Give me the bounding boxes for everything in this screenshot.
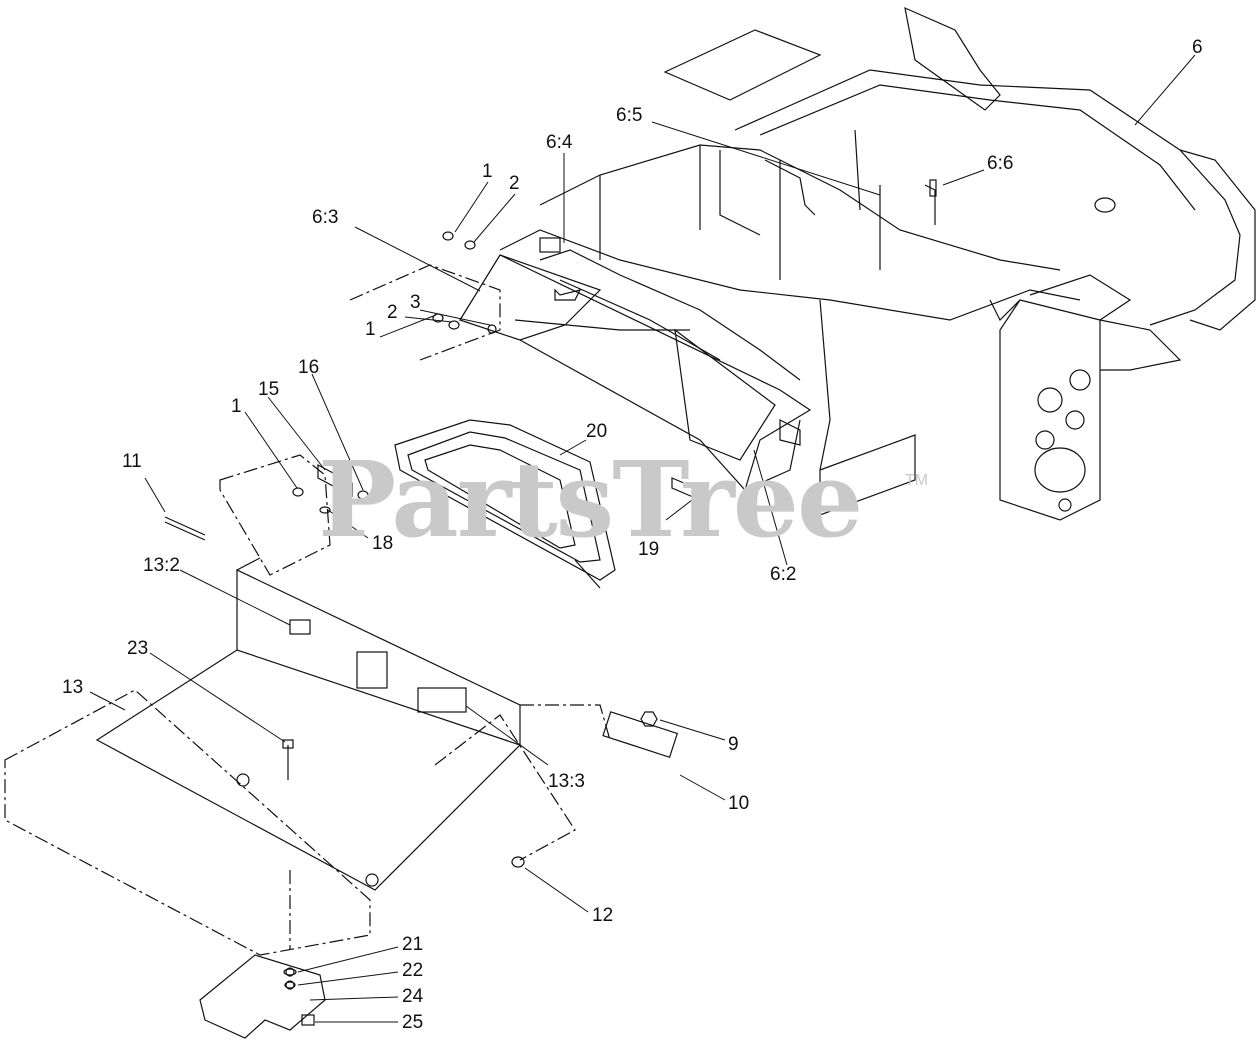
- main-frame: [499, 6, 1256, 521]
- callout-2: 2: [509, 173, 520, 194]
- callout-20: 20: [586, 421, 608, 442]
- callout-13-3: 13:3: [548, 771, 585, 792]
- callout-1: 1: [231, 396, 242, 417]
- callout-6-3: 6:3: [312, 207, 339, 228]
- callout-25: 25: [402, 1012, 424, 1033]
- callout-3: 3: [410, 292, 421, 313]
- callout-1: 1: [365, 319, 376, 340]
- floor-plate: [95, 557, 522, 891]
- callout-24: 24: [402, 986, 424, 1007]
- callout-9: 9: [728, 734, 739, 755]
- hood-assembly: [459, 237, 812, 491]
- callout-6-2: 6:2: [770, 564, 797, 585]
- access-panel: [394, 419, 616, 589]
- callout-13-2: 13:2: [143, 555, 180, 576]
- callout-6-6: 6:6: [987, 153, 1014, 174]
- callout-12: 12: [592, 905, 614, 926]
- hardware: [164, 231, 701, 989]
- callout-2: 2: [387, 302, 398, 323]
- watermark: PartsTree: [318, 438, 863, 561]
- leader-lines: [89, 54, 1196, 1023]
- callout-18: 18: [372, 533, 394, 554]
- callout-15: 15: [258, 379, 280, 400]
- watermark-trademark: TM: [905, 472, 929, 489]
- phantom-lines: [4, 264, 611, 956]
- callout-1: 1: [482, 161, 493, 182]
- callout-19: 19: [638, 539, 660, 560]
- callout-13: 13: [62, 677, 84, 698]
- callout-23: 23: [127, 638, 149, 659]
- callout-6: 6: [1192, 37, 1203, 58]
- callout-16: 16: [298, 357, 320, 378]
- bottom-bracket: [199, 954, 326, 1039]
- callout-21: 21: [402, 934, 424, 955]
- callout-22: 22: [402, 960, 424, 981]
- callout-6-5: 6:5: [616, 105, 643, 126]
- callout-10: 10: [728, 793, 750, 814]
- callout-6-4: 6:4: [546, 132, 573, 153]
- callout-11: 11: [122, 451, 142, 472]
